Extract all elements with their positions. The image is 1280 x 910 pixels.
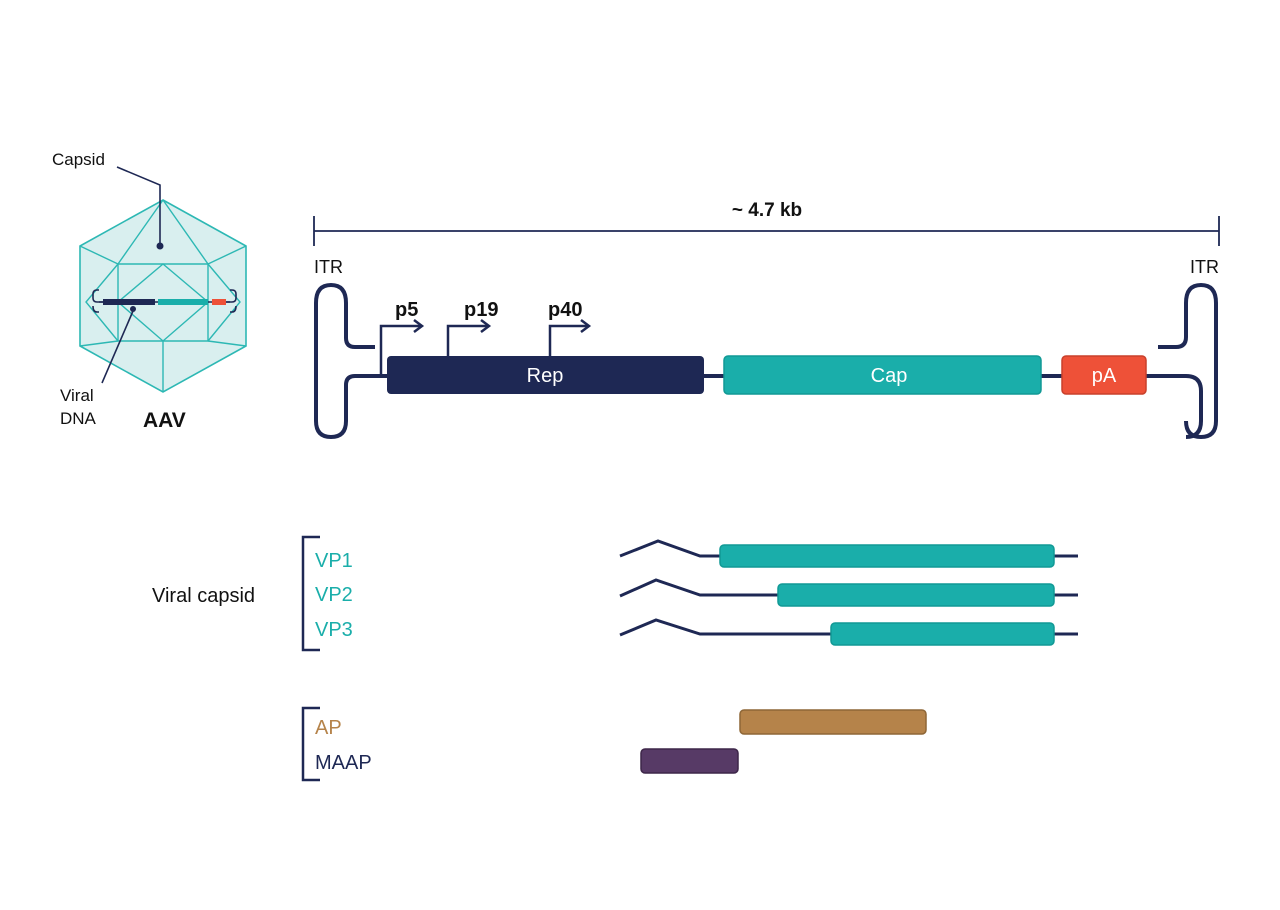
ap-bar (739, 709, 927, 735)
promoter-p19-arrow (446, 324, 487, 360)
ap-label: AP (315, 717, 342, 739)
ap-maap-bracket (301, 706, 320, 782)
dna-pointer (101, 310, 134, 384)
itr-right-hairpin (1158, 283, 1218, 439)
rep-gene-box (387, 356, 704, 394)
aav-particle: Capsid Viral DNA AAV (52, 150, 247, 432)
maap-label: MAAP (315, 752, 372, 774)
itr-left-hairpin (314, 283, 1203, 439)
aav-title: AAV (143, 409, 186, 432)
rep-gene-label: Rep (527, 365, 564, 387)
pa-box (1061, 355, 1147, 395)
itr-left-label: ITR (314, 257, 343, 277)
genome-length-label: ~ 4.7 kb (732, 200, 802, 221)
cap-gene-label: Cap (871, 365, 908, 387)
promoter-p5-arrow (379, 324, 420, 376)
promoter-arrows (379, 319, 592, 376)
itr-right-label: ITR (1190, 257, 1219, 277)
dna-pointer-dot (130, 306, 136, 312)
promoter-p19-label: p19 (464, 299, 498, 321)
vp1-label: VP1 (315, 550, 353, 572)
promoter-p40-arrow (548, 324, 587, 360)
mini-viral-dna (92, 289, 237, 313)
capsid-bracket (301, 535, 320, 652)
viral-dna-label-line2: DNA (60, 409, 97, 428)
assembly-proteins: AP MAAP (301, 706, 927, 782)
vp1-bar (719, 544, 1055, 568)
viral-dna-label-line1: Viral (60, 386, 94, 405)
vp2-label: VP2 (315, 584, 353, 606)
capsid-label: Capsid (52, 150, 105, 169)
viral-capsid-label: Viral capsid (152, 585, 255, 607)
viral-capsid-proteins: Viral capsid VP1 VP2 VP3 (152, 535, 1078, 652)
maap-bar (640, 748, 739, 774)
cap-gene-box (723, 355, 1042, 395)
vp3-label: VP3 (315, 619, 353, 641)
capsid-facets (79, 199, 247, 392)
vp3-bar (830, 622, 1055, 646)
promoter-p5-label: p5 (395, 299, 418, 321)
length-scale-bar (313, 216, 1220, 246)
capsid-pointer-dot (156, 242, 164, 250)
vp2-bar (777, 583, 1055, 607)
genome-map: ~ 4.7 kb ITR ITR p5 p19 p40 Rep Cap pA (313, 200, 1220, 439)
capsid-pointer (116, 166, 161, 245)
pa-label: pA (1092, 365, 1117, 387)
promoter-p40-label: p40 (548, 299, 582, 321)
